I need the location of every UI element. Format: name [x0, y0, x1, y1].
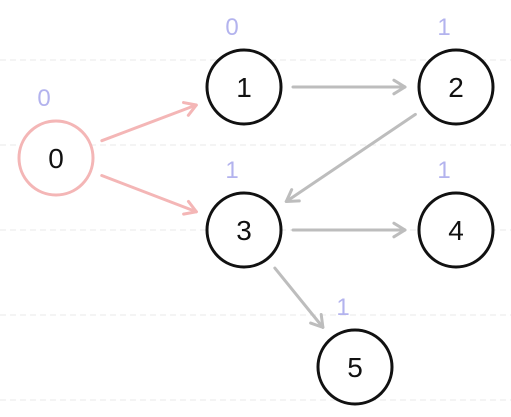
node-0: 00 — [17, 85, 95, 197]
edge-0-to-1 — [100, 101, 198, 143]
arrowhead-icon — [182, 199, 198, 216]
node-badge-value: 1 — [336, 294, 349, 321]
node-circle — [17, 119, 95, 197]
node-circle — [417, 48, 495, 126]
edge-line — [100, 174, 198, 214]
node-label: 3 — [236, 215, 252, 246]
node-2: 21 — [417, 14, 495, 126]
node-circle — [316, 328, 394, 406]
node-circle — [205, 48, 283, 126]
edge-0-to-3 — [100, 174, 198, 216]
edge-line — [100, 103, 198, 143]
node-badge-value: 0 — [37, 85, 50, 112]
arrowhead-icon — [392, 78, 407, 96]
node-3: 31 — [205, 157, 283, 269]
node-circle — [205, 191, 283, 269]
node-circle — [417, 191, 495, 269]
edge-line — [284, 112, 417, 203]
node-badge-value: 1 — [437, 14, 450, 41]
edge-line — [273, 266, 325, 329]
edge-2-to-3 — [284, 112, 417, 203]
arrowhead-icon — [182, 101, 198, 117]
node-badge-value: 0 — [225, 14, 238, 41]
node-badge-value: 1 — [225, 157, 238, 184]
arrowhead-icon — [284, 188, 301, 203]
edge-3-to-5 — [273, 266, 325, 329]
node-label: 1 — [236, 72, 252, 103]
edge-1-to-2 — [291, 78, 407, 96]
node-label: 2 — [448, 72, 464, 103]
node-badge-value: 1 — [437, 157, 450, 184]
node-label: 5 — [347, 352, 363, 383]
node-1: 10 — [205, 14, 283, 126]
node-label: 4 — [448, 215, 464, 246]
arrowhead-icon — [309, 312, 325, 329]
node-4: 41 — [417, 157, 495, 269]
edge-layer — [100, 78, 417, 329]
arrowhead-icon — [392, 221, 407, 239]
node-label: 0 — [48, 143, 64, 174]
node-5: 51 — [316, 294, 394, 406]
edge-3-to-4 — [291, 221, 407, 239]
